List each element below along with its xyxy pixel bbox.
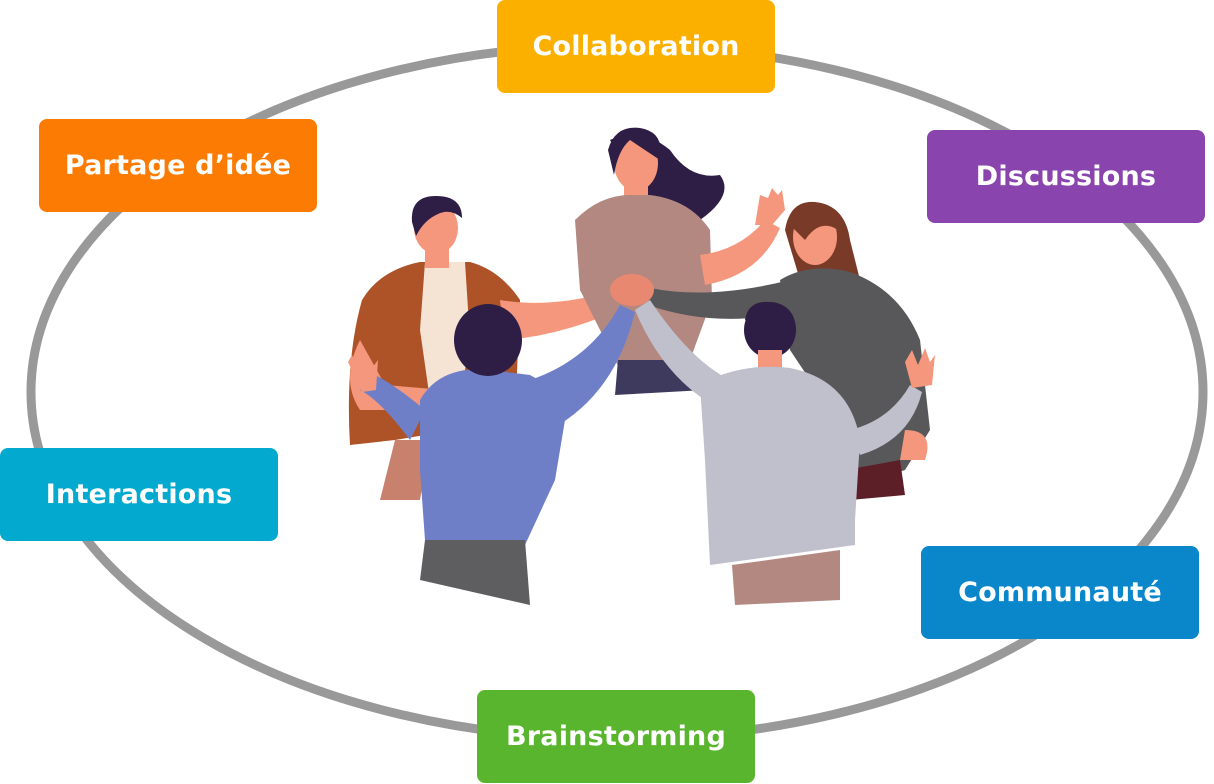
person-back-center	[575, 127, 785, 395]
label-brainstorming: Brainstorming	[477, 690, 755, 783]
joined-hands	[610, 274, 654, 306]
team-hands-together-icon	[348, 127, 935, 605]
label-partage-idee: Partage d’idée	[39, 119, 317, 212]
person-front-right	[635, 300, 935, 605]
person-front-left	[348, 304, 635, 605]
label-collaboration: Collaboration	[497, 0, 775, 93]
label-communaute: Communauté	[921, 546, 1199, 639]
label-discussions: Discussions	[927, 130, 1205, 223]
label-interactions: Interactions	[0, 448, 278, 541]
